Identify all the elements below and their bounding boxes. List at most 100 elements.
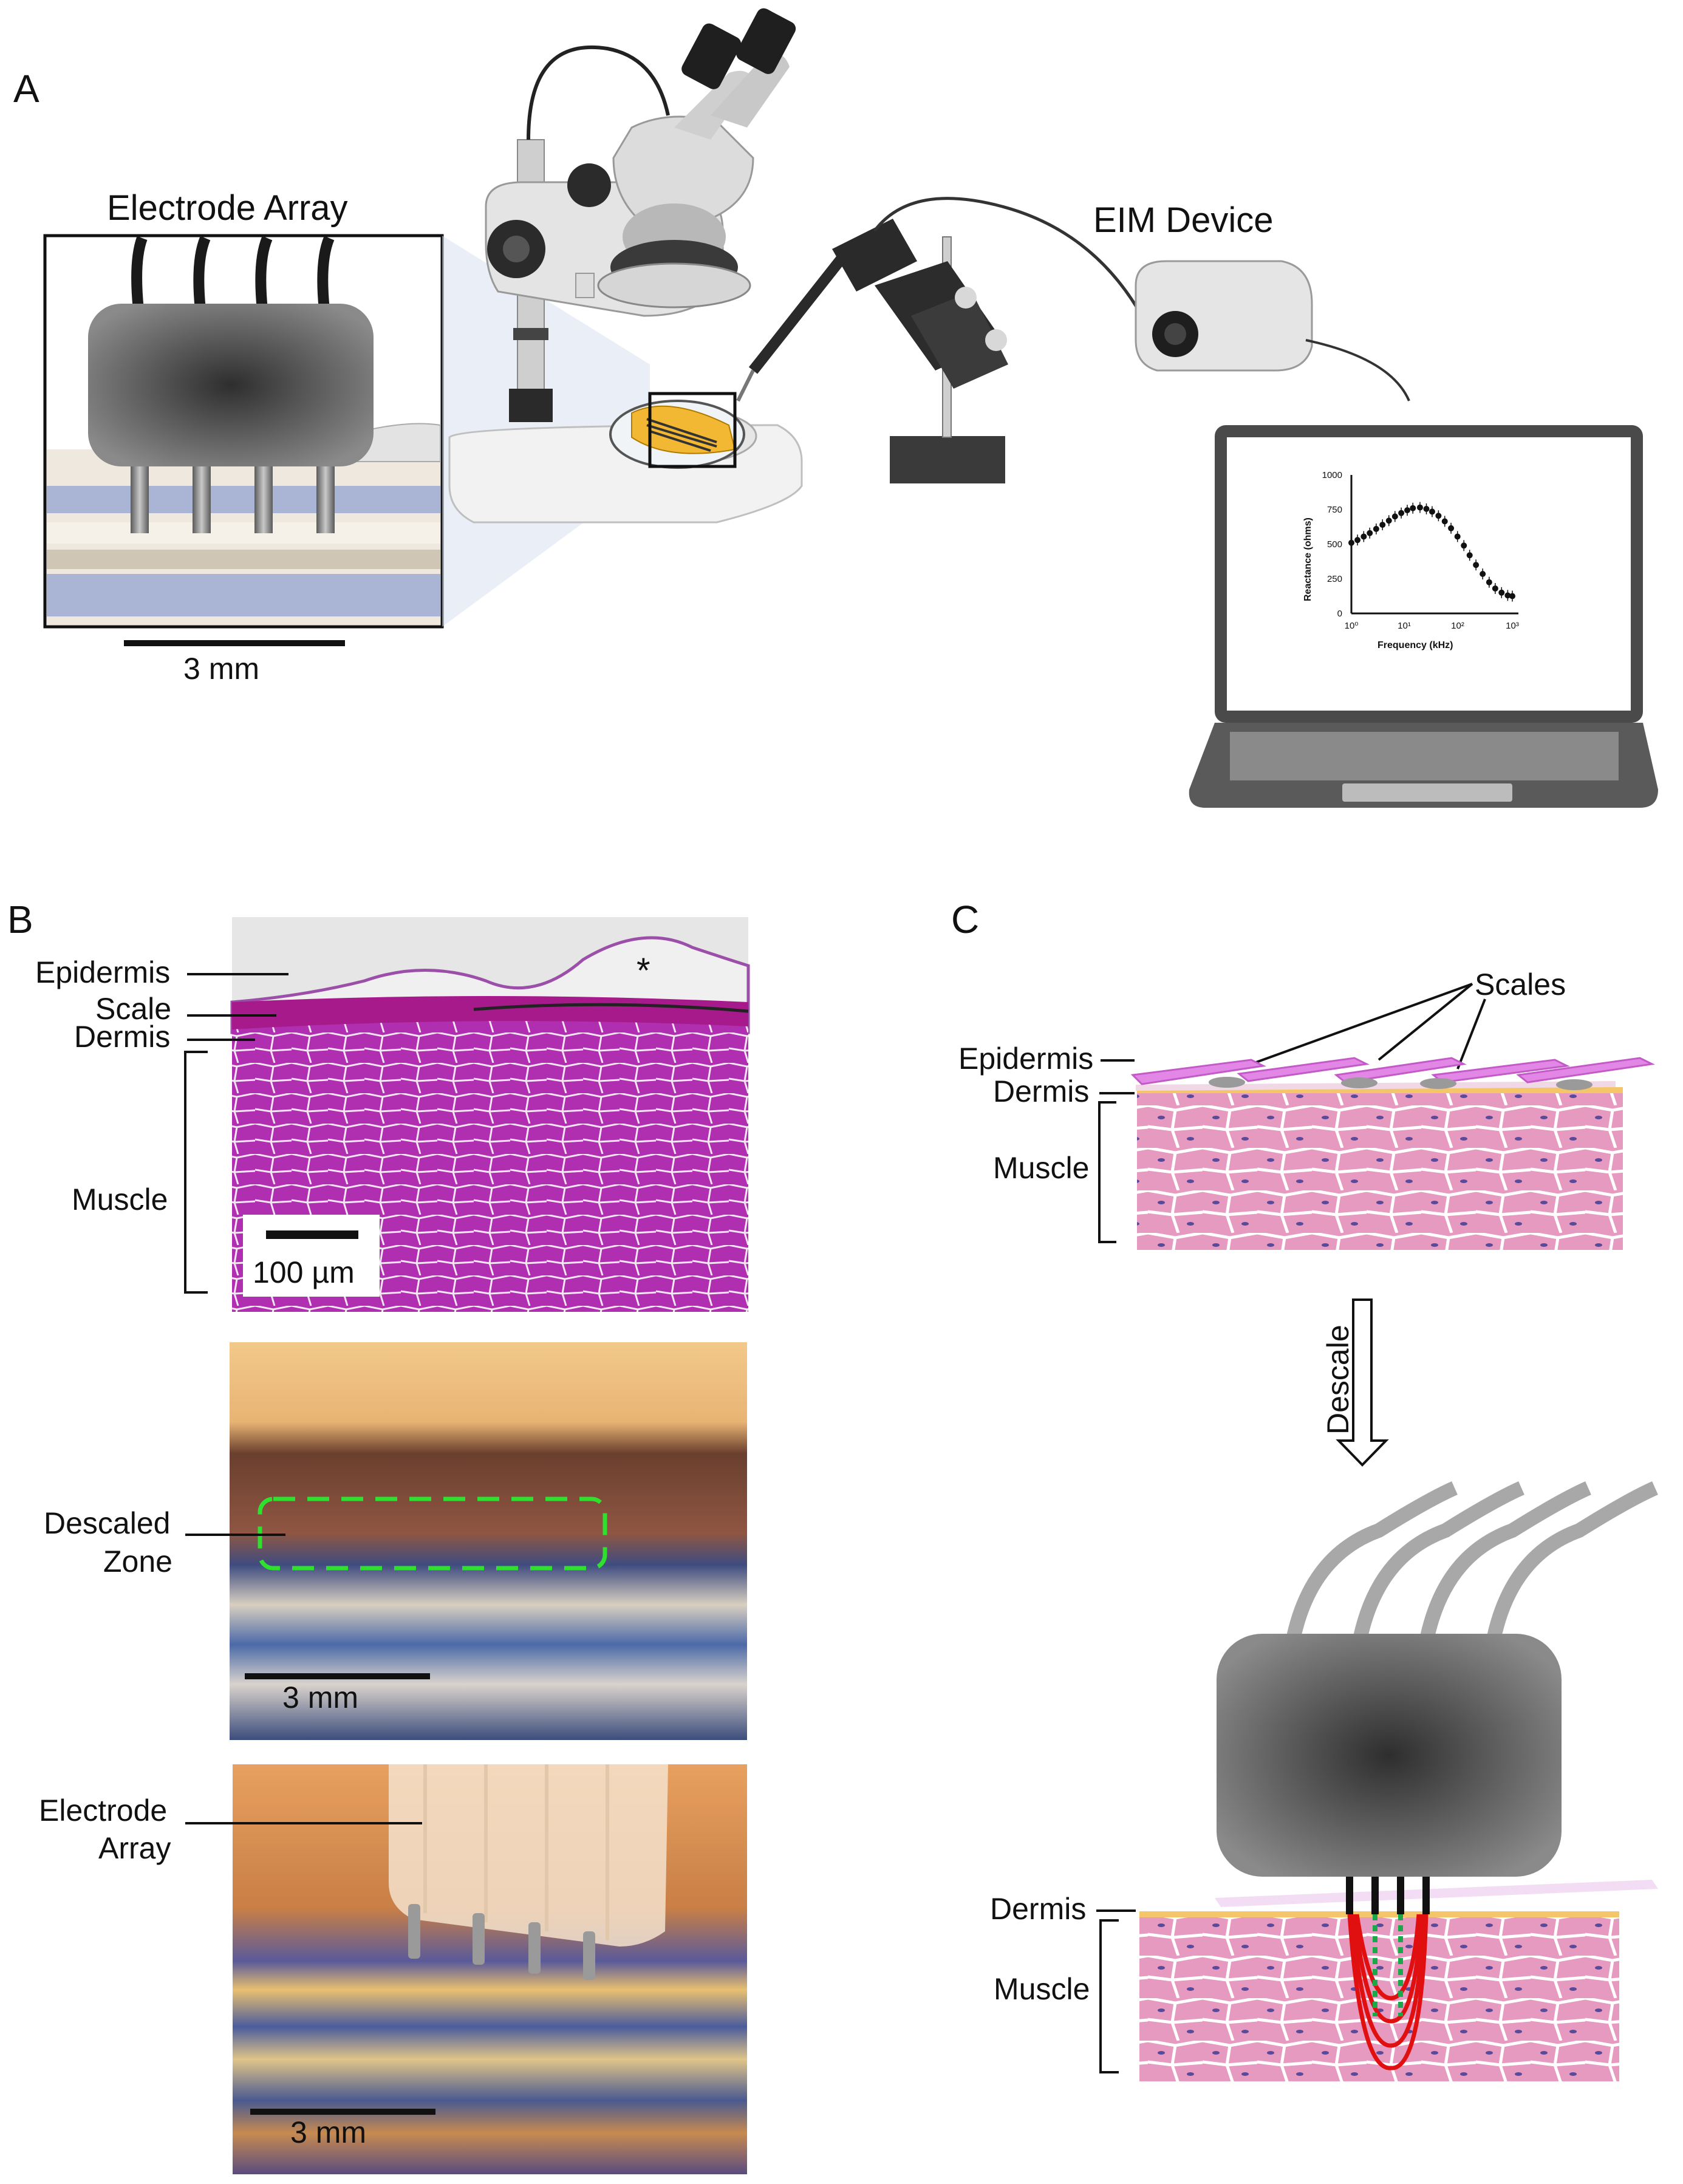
current-path <box>1352 1914 1424 2024</box>
micromanipulator <box>736 197 1191 483</box>
y-tick-label: 1000 <box>1322 470 1342 480</box>
label-dermis: Dermis <box>74 1020 170 1054</box>
scale-shape <box>1237 1057 1370 1082</box>
label-descale: Descale <box>1321 1325 1355 1435</box>
data-point <box>1466 552 1473 559</box>
y-tick-label: 250 <box>1327 574 1342 584</box>
laptop <box>1189 425 1658 808</box>
scaled-tissue-schematic: Scales <box>1130 967 1655 1250</box>
label-scales: Scales <box>1475 967 1566 1002</box>
descale-arrow: Descale <box>1321 1298 1389 1467</box>
label-epidermis: Epidermis <box>35 955 170 989</box>
data-point <box>1379 522 1386 528</box>
data-point <box>1398 510 1405 516</box>
electrode-pin <box>1422 1877 1430 1914</box>
current-path <box>1347 1914 1429 2070</box>
scale-bar-label: 3 mm <box>183 652 259 686</box>
keyboard <box>1230 732 1619 780</box>
data-point <box>1429 508 1435 515</box>
zoom-box <box>648 392 737 468</box>
data-point <box>1448 525 1455 531</box>
electrode-pin <box>316 466 335 533</box>
panel-c-letter: C <box>951 898 979 941</box>
x-tick-label: 10⁰ <box>1345 621 1359 631</box>
descaled-fish-photo: 3 mm <box>230 1342 747 1740</box>
label-scale: Scale <box>95 992 171 1026</box>
electrode-on-fish-photo: 3 mm <box>233 1764 747 2174</box>
asterisk: * <box>637 951 650 991</box>
panel-b-letter: B <box>7 898 33 941</box>
data-point <box>1435 513 1442 519</box>
muscle-bracket <box>1099 1919 1119 2073</box>
label-electrode-line2: Array <box>98 1831 171 1865</box>
current-path <box>1354 1914 1421 2001</box>
data-point <box>1454 533 1461 540</box>
x-tick-label: 10³ <box>1506 621 1519 631</box>
y-tick-label: 750 <box>1327 505 1342 515</box>
label-muscle-c-bottom: Muscle <box>994 1972 1090 2006</box>
data-point <box>1404 507 1410 514</box>
electrode-array-body <box>88 304 374 466</box>
label-muscle: Muscle <box>72 1182 168 1217</box>
data-point <box>1423 505 1430 512</box>
histology-scale-box <box>243 1215 380 1297</box>
data-point <box>1492 585 1498 592</box>
data-point <box>1480 571 1486 578</box>
scale-shape <box>1334 1057 1467 1083</box>
scale-bar <box>124 640 345 646</box>
x-tick-label: 10¹ <box>1398 621 1411 631</box>
photo2-scale-bar <box>250 2109 435 2115</box>
photo1-scale-label: 3 mm <box>282 1681 358 1715</box>
data-point <box>1391 513 1398 520</box>
data-point <box>1509 593 1515 599</box>
muscle-bracket <box>1098 1101 1116 1243</box>
muscle-bracket <box>184 1051 208 1294</box>
label-dermis-c-bottom: Dermis <box>990 1892 1086 1926</box>
leader-line <box>1377 983 1473 1061</box>
data-point <box>1486 579 1492 585</box>
histology-scale-bar <box>266 1230 358 1239</box>
scale-shape <box>1130 1059 1266 1085</box>
electrode-pin <box>254 466 273 533</box>
data-point <box>1354 537 1361 544</box>
electrode-pin <box>1371 1877 1379 1914</box>
data-point <box>1504 592 1511 599</box>
label-electrode-line1: Electrode <box>39 1793 167 1827</box>
data-point <box>1461 542 1467 549</box>
y-tick-label: 500 <box>1327 539 1342 550</box>
descaled-tissue-schematic <box>1139 1481 1658 2081</box>
label-epidermis-c: Epidermis <box>958 1042 1093 1076</box>
electrode-array-title: Electrode Array <box>107 188 348 228</box>
petri-dish <box>609 392 745 469</box>
electrode-array-body <box>1217 1634 1562 1877</box>
chart-points <box>1348 502 1515 602</box>
data-point <box>1410 505 1416 511</box>
trackpad <box>1342 783 1512 802</box>
data-point <box>1385 517 1392 524</box>
data-point <box>1360 533 1367 540</box>
eim-device: EIM Device <box>1093 200 1410 401</box>
electrode-pin <box>1346 1877 1353 1914</box>
histology-image: * 100 µm <box>230 917 750 1312</box>
data-point <box>1367 530 1373 536</box>
label-descaled-line1: Descaled <box>44 1506 170 1540</box>
y-axis-label: Reactance (ohms) <box>1303 517 1313 601</box>
label-descaled-line2: Zone <box>103 1544 172 1578</box>
data-point <box>1498 589 1505 596</box>
electrode-pin <box>193 466 211 533</box>
electrode-pin <box>131 466 149 533</box>
label-dermis-c-top: Dermis <box>993 1074 1089 1108</box>
electrode-pin <box>1397 1877 1404 1914</box>
photo2-scale-label: 3 mm <box>290 2115 366 2149</box>
y-tick-label: 0 <box>1337 609 1342 619</box>
photo1-scale-bar <box>245 1673 430 1679</box>
label-muscle-c-top: Muscle <box>993 1151 1089 1185</box>
panel-a-letter: A <box>13 67 39 111</box>
data-point <box>1441 518 1448 525</box>
data-point <box>1348 539 1354 546</box>
data-point <box>1373 525 1379 532</box>
current-path <box>1350 1914 1426 2048</box>
x-axis-label: Frequency (kHz) <box>1377 640 1453 650</box>
eim-device-title: EIM Device <box>1093 200 1274 240</box>
